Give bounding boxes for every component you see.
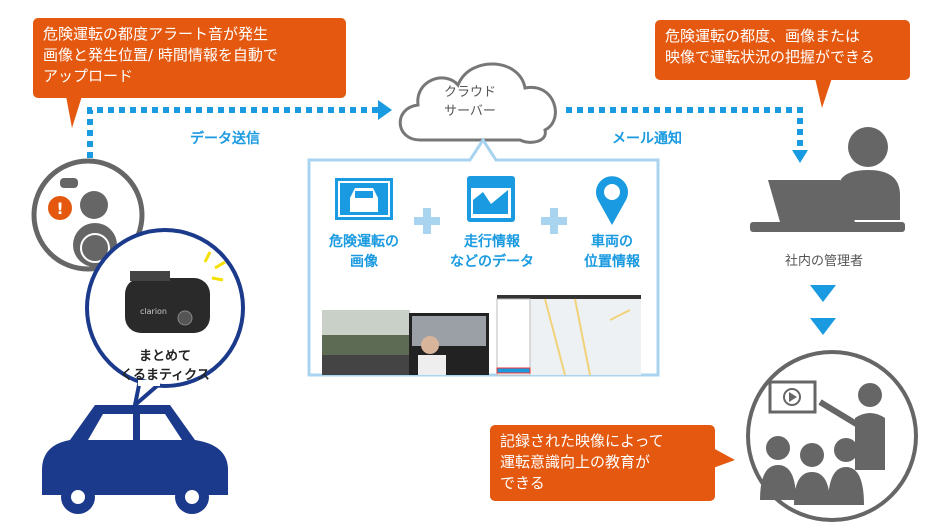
- info-label-line: 位置情報: [584, 254, 640, 270]
- cloud-server-label: クラウド サーバー: [430, 83, 510, 121]
- car-image-icon: [335, 178, 393, 220]
- cloud-label-line: サーバー: [444, 104, 496, 119]
- device-label-line: まとめて: [138, 349, 191, 364]
- callout-alert-upload: 危険運転の都度アラート音が発生 画像と発生位置/ 時間情報を自動で アップロード: [33, 18, 346, 98]
- info-label-line: 画像: [350, 254, 378, 270]
- training-presentation-icon: [746, 350, 918, 522]
- callout-line: できる: [500, 474, 545, 492]
- manager-at-computer-icon: [750, 127, 905, 232]
- info-label-line: 車両の: [591, 234, 633, 250]
- arrow-right-icon: [378, 100, 392, 120]
- manager-label: 社内の管理者: [785, 254, 864, 269]
- mail-notice-label: メール通知: [612, 131, 682, 147]
- callout-line: 映像で運転状況の把握ができる: [665, 48, 875, 66]
- bubble-tail: [66, 96, 82, 128]
- device-label-line: くるまティクス: [120, 368, 210, 383]
- device-label: まとめて くるまティクス: [115, 347, 215, 385]
- callout-line: 危険運転の都度、画像または: [665, 27, 861, 45]
- arrow-down-icon: [810, 318, 836, 335]
- callout-line: 運転意識向上の教育が: [500, 453, 651, 471]
- svg-text:!: !: [56, 199, 63, 218]
- bubble-tail: [815, 78, 832, 108]
- car-icon: [42, 405, 228, 514]
- callout-education: 記録された映像によって 運転意識向上の教育が できる: [490, 425, 715, 501]
- dashcam-photos: [322, 310, 489, 375]
- callout-line: 危険運転の都度アラート音が発生: [43, 25, 269, 43]
- callout-line: アップロード: [43, 67, 134, 85]
- map-screenshot: [496, 295, 641, 376]
- info-item-image: 危険運転の 画像: [320, 232, 408, 272]
- arrow-down-icon: [810, 285, 836, 302]
- data-send-flow-line: [87, 107, 803, 158]
- cloud-icon: [398, 62, 557, 144]
- info-item-driving-data: 走行情報 などのデータ: [440, 232, 544, 272]
- info-label-line: 危険運転の: [329, 234, 399, 250]
- data-send-label: データ送信: [190, 131, 260, 147]
- dashcam-device-icon: clarion: [125, 251, 226, 333]
- svg-text:clarion: clarion: [140, 307, 167, 316]
- arrow-down-icon: [792, 150, 808, 163]
- callout-line: 記録された映像によって: [500, 432, 664, 450]
- callout-monitoring: 危険運転の都度、画像または 映像で運転状況の把握ができる: [655, 20, 910, 80]
- info-label-line: などのデータ: [450, 254, 534, 270]
- map-pin-icon: [596, 176, 628, 225]
- cloud-label-line: クラウド: [443, 85, 496, 100]
- info-item-location: 車両の 位置情報: [572, 232, 652, 272]
- chart-window-icon: [467, 176, 515, 222]
- plus-icon: [414, 208, 567, 234]
- callout-line: 画像と発生位置/ 時間情報を自動で: [43, 46, 278, 64]
- info-label-line: 走行情報: [464, 234, 520, 250]
- bubble-tail: [713, 448, 735, 468]
